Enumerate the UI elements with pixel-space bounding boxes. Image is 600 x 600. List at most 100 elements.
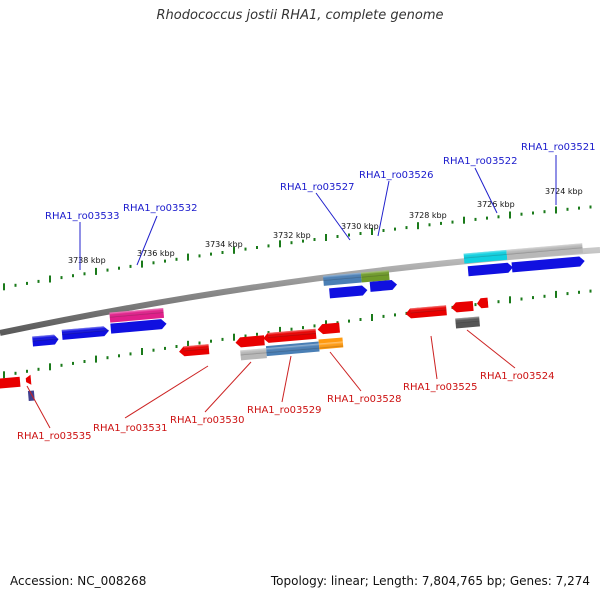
gene-fwd-6[interactable] [467, 262, 514, 277]
reverse-leader-lines [26, 329, 516, 429]
label-ro03527[interactable]: RHA1_ro03527 [280, 182, 355, 193]
forward-scale-minor-tick [60, 276, 63, 280]
reverse-scale-major-tick [141, 348, 143, 355]
forward-scale-major-tick [3, 283, 5, 291]
forward-scale-minor-tick [532, 211, 534, 215]
reverse-scale-minor-tick [302, 326, 304, 330]
reverse-scale-minor-tick [175, 345, 178, 348]
reverse-scale-major-tick [555, 290, 557, 298]
forward-scale-minor-tick [175, 257, 178, 261]
gene-rev-ro03535-small[interactable] [25, 374, 32, 385]
forward-scale-major-tick [463, 216, 465, 224]
forward-scale-minor-tick [72, 274, 74, 278]
reverse-scale-minor-tick [543, 294, 546, 298]
scale-label-3732: 3732 kbp [273, 231, 311, 240]
reverse-scale-minor-tick [164, 346, 166, 350]
forward-scale-minor-tick [210, 252, 212, 256]
forward-scale-major-tick [279, 240, 281, 248]
label-ro03529[interactable]: RHA1_ro03529 [247, 405, 322, 416]
reverse-scale-minor-tick [359, 318, 362, 321]
forward-scale-minor-tick [221, 251, 224, 254]
label-ro03524[interactable]: RHA1_ro03524 [480, 371, 555, 382]
reverse-scale-minor-tick [267, 331, 270, 335]
reverse-scale-minor-tick [394, 313, 396, 317]
forward-scale-minor-tick [543, 210, 546, 214]
label-ro03521[interactable]: RHA1_ro03521 [521, 142, 596, 153]
gene-fwd-4[interactable] [329, 285, 368, 299]
forward-scale-minor-tick [83, 272, 86, 276]
forward-scale-major-tick [555, 206, 557, 214]
reverse-scale-minor-tick [589, 289, 592, 293]
forward-scale-minor-tick [348, 233, 350, 237]
forward-scale-minor-tick [566, 207, 569, 211]
gene-rev-ro03535[interactable] [27, 390, 35, 402]
label-ro03531[interactable]: RHA1_ro03531 [93, 423, 168, 434]
gene-fwd-5[interactable] [369, 279, 398, 292]
forward-scale-minor-tick [359, 232, 362, 235]
gene-rev-ro03524-small[interactable] [476, 297, 489, 309]
scale-label-3728: 3728 kbp [409, 211, 447, 220]
forward-scale-minor-tick [451, 220, 454, 224]
gene-rev-ro03525b[interactable] [451, 300, 474, 313]
forward-scale-minor-tick [520, 212, 523, 216]
reverse-scale-minor-tick [14, 371, 17, 375]
reverse-scale-minor-tick [336, 321, 339, 325]
genome-summary-text: Topology: linear; Length: 7,804,765 bp; … [270, 574, 590, 588]
gene-fwd-7[interactable] [511, 256, 586, 273]
forward-scale-minor-tick [302, 239, 304, 243]
reverse-scale-minor-tick [256, 332, 258, 336]
gene-rev-left-edge[interactable] [0, 376, 21, 389]
reverse-scale-major-tick [187, 340, 189, 348]
label-ro03525[interactable]: RHA1_ro03525 [403, 382, 478, 393]
label-ro03530[interactable]: RHA1_ro03530 [170, 415, 245, 426]
forward-scale-minor-tick [256, 246, 258, 249]
reverse-scale-minor-tick [72, 361, 74, 365]
reverse-scale-minor-tick [152, 348, 155, 352]
forward-scale-ticks [3, 205, 592, 291]
reverse-scale-minor-tick [83, 360, 86, 363]
forward-scale-minor-tick [405, 226, 408, 230]
label-ro03535[interactable]: RHA1_ro03535 [17, 431, 92, 442]
reverse-scale-minor-tick [198, 341, 201, 345]
forward-scale-major-tick [417, 222, 419, 230]
forward-scale-minor-tick [589, 205, 592, 209]
reverse-scale-major-tick [49, 363, 51, 371]
reverse-scale-major-tick [233, 333, 235, 341]
reverse-scale-minor-tick [578, 290, 580, 294]
reverse-scale-minor-tick [210, 339, 212, 343]
reverse-scale-minor-tick [532, 296, 534, 300]
label-ro03526[interactable]: RHA1_ro03526 [359, 170, 434, 181]
forward-scale-minor-tick [497, 215, 500, 219]
label-ro03533[interactable]: RHA1_ro03533 [45, 211, 120, 222]
forward-scale-minor-tick [152, 261, 155, 265]
reverse-scale-minor-tick [221, 337, 224, 341]
forward-scale-minor-tick [336, 235, 339, 238]
reverse-scale-minor-tick [382, 314, 385, 318]
forward-genes [32, 243, 586, 347]
reverse-scale-minor-tick [129, 352, 132, 356]
scale-label-3736: 3736 kbp [137, 249, 175, 258]
gene-fwd-3[interactable] [110, 319, 167, 334]
forward-scale-major-tick [95, 267, 97, 275]
scale-label-3734: 3734 kbp [205, 240, 243, 249]
label-ro03532[interactable]: RHA1_ro03532 [123, 203, 198, 214]
label-ro03522[interactable]: RHA1_ro03522 [443, 156, 518, 167]
forward-scale-minor-tick [486, 216, 488, 220]
forward-scale-minor-tick [290, 241, 293, 245]
forward-scale-minor-tick [37, 279, 40, 283]
gene-rev-ro03528b[interactable] [317, 322, 340, 335]
reverse-scale-minor-tick [37, 367, 40, 371]
label-ro03528[interactable]: RHA1_ro03528 [327, 394, 402, 405]
forward-scale-major-tick [371, 228, 373, 235]
reverse-scale-minor-tick [244, 334, 247, 338]
forward-scale-minor-tick [244, 247, 247, 251]
reverse-scale-major-tick [371, 314, 373, 321]
forward-scale-minor-tick [394, 227, 396, 231]
scale-label-3726: 3726 kbp [477, 200, 515, 209]
forward-scale-minor-tick [428, 223, 431, 227]
forward-scale-minor-tick [164, 259, 166, 263]
forward-scale-major-tick [49, 275, 51, 283]
forward-scale-major-tick [187, 253, 189, 261]
gene-rev-ro03531b[interactable] [235, 335, 265, 348]
